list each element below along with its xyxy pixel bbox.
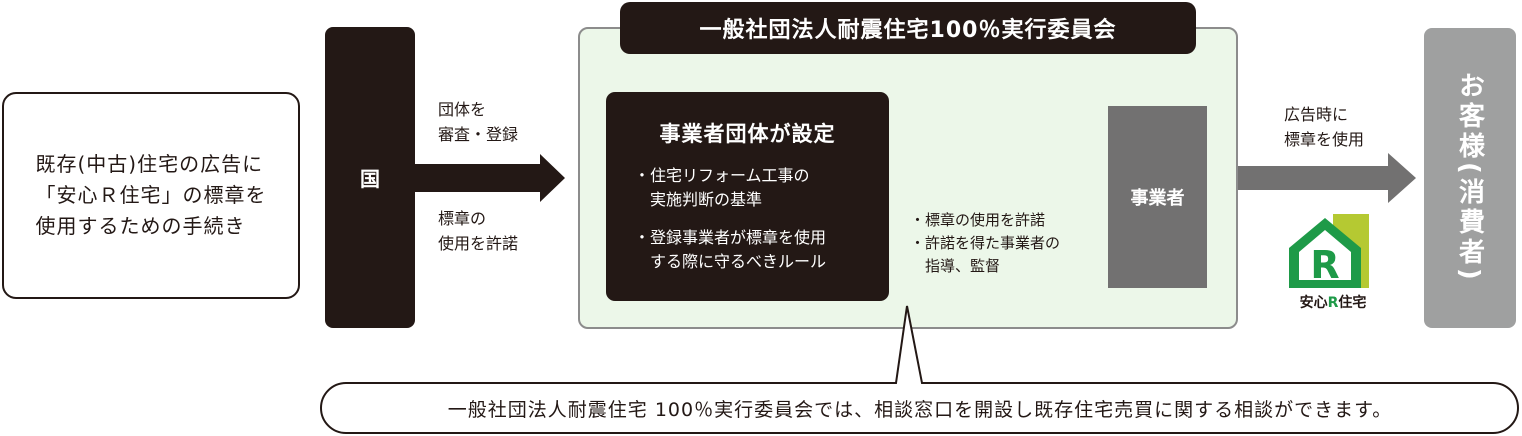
country-box: 国 [325,27,415,328]
business-box: 事業者 [1108,106,1207,288]
guidance-note: ・標章の使用を許諾 ・許諾を得た事業者の 指導、監督 [910,211,1061,275]
org-title: 事業者団体が設定 [659,122,836,146]
logo-caption-left: 安心 [1299,295,1328,311]
org-bullet-rules: ・登録事業者が標章を使用 する際に守るべきルール [634,228,827,271]
customer-label: お客様(消費者) [1454,72,1485,284]
arrow-label-register: 団体を 審査・登録 [438,100,519,144]
org-bullet-criteria: ・住宅リフォーム工事の 実施判断の基準 [634,166,810,209]
arrow-label-permit: 標章の 使用を許諾 [438,209,519,253]
consultation-note: 一般社団法人耐震住宅 100％実行委員会では、相談窓口を開設し既存住宅売買に関す… [447,398,1393,421]
logo-caption-right: 住宅 [1338,295,1367,311]
arrow-country-to-org [415,154,565,202]
committee-title: 一般社団法人耐震住宅100％実行委員会 [620,2,1196,54]
country-label: 国 [360,167,380,191]
procedure-box: 既存(中古)住宅の広告に 「安心Ｒ住宅」の標章を 使用するための手続き [2,92,300,299]
org-box: 事業者団体が設定 ・住宅リフォーム工事の 実施判断の基準 ・登録事業者が標章を使… [606,92,889,301]
logo-caption-r: R [1327,295,1339,311]
svg-text:R: R [1310,243,1339,287]
business-label: 事業者 [1130,188,1185,209]
anshin-r-logo-icon: R [1289,214,1369,288]
arrow-business-to-customer [1207,153,1416,203]
procedure-text: 既存(中古)住宅の広告に 「安心Ｒ住宅」の標章を 使用するための手続き [35,152,267,238]
customer-box: お客様(消費者) [1424,28,1516,328]
arrow-label-use-mark: 広告時に 標章を使用 [1284,105,1365,149]
logo-caption: 安心R住宅 [1285,292,1381,312]
committee-title-text: 一般社団法人耐震住宅100％実行委員会 [699,18,1117,43]
